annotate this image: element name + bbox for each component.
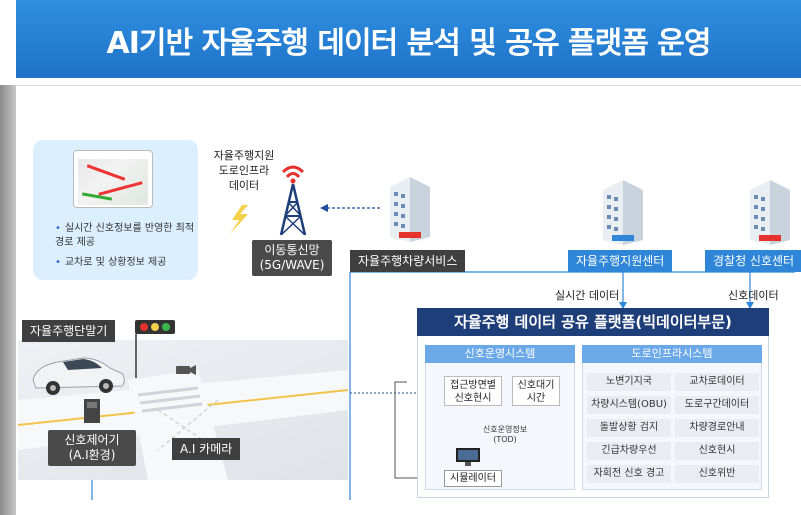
lightning-icon xyxy=(230,205,248,234)
infra-cell: 차량시스템(OBU) xyxy=(587,396,671,414)
traffic-light-icon xyxy=(135,320,175,378)
left-chevron xyxy=(0,85,16,515)
bullet-text: 교차로 및 상황정보 제공 xyxy=(64,257,167,268)
bubble-bullet: •교차로 및 상황정보 제공 xyxy=(55,257,167,268)
approach-signal-box: 접근방면별 신호현시 xyxy=(444,376,502,406)
arrowhead xyxy=(619,302,627,309)
page-title: AI기반 자율주행 데이터 분석 및 공유 플랫폼 운영 xyxy=(106,26,712,61)
bullet-text: 실시간 신호정보를 반영한 최적경로 제공 xyxy=(55,223,195,248)
road-infra-header: 도로인프라시스템 xyxy=(582,345,762,363)
phone-map-icon xyxy=(73,150,153,208)
tower-label-line: 자율주행지원 xyxy=(213,149,275,162)
arrowhead xyxy=(746,302,754,309)
camera-tag: A.I 카메라 xyxy=(172,438,241,460)
wait-line: 신호대기 xyxy=(517,380,555,391)
infra-cell: 노변기지국 xyxy=(587,373,671,391)
monitor-icon xyxy=(456,448,480,466)
controller-cabinet-icon xyxy=(84,399,100,423)
controller-line: 신호제어기 xyxy=(64,433,120,447)
vehicle-service-tag: 자율주행차량서비스 xyxy=(350,250,466,272)
bubble-bullet: •실시간 신호정보를 반영한 최적경로 제공 xyxy=(55,223,195,248)
infra-cell: 신호위반 xyxy=(675,465,759,483)
wait-line: 시간 xyxy=(526,393,546,404)
support-center-tag: 자율주행지원센터 xyxy=(568,250,673,272)
realtime-label: 실시간 데이터 xyxy=(555,289,620,302)
controller-line: (A.I환경) xyxy=(68,448,116,462)
signal-system-box xyxy=(425,345,575,490)
signal-data-label: 신호데이터 xyxy=(728,289,779,302)
tower-label-line: 도로인프라 xyxy=(218,164,270,177)
tod-line: 신호운영정보 xyxy=(482,425,528,434)
building-icon xyxy=(603,180,643,245)
diagram-frame xyxy=(16,85,801,515)
approach-line: 접근방면별 xyxy=(450,380,496,391)
police-center-tag: 경찰청 신호센터 xyxy=(705,250,801,272)
car-icon xyxy=(32,357,125,395)
infra-cell: 차량경로안내 xyxy=(675,419,759,437)
arrowhead xyxy=(320,204,328,212)
controller-tag: 신호제어기 (A.I환경) xyxy=(48,430,136,466)
network-badge: 이동통신망 (5G/WAVE) xyxy=(252,240,332,276)
badge-line: 이동통신망 xyxy=(264,243,320,257)
tower-label: 자율주행지원 도로인프라 데이터 xyxy=(205,148,283,193)
tower-label-line: 데이터 xyxy=(228,179,260,192)
wait-time-box: 신호대기 시간 xyxy=(512,376,560,406)
infra-cell: 자회전 신호 경고 xyxy=(587,465,671,483)
infra-cell: 돌발상황 검지 xyxy=(587,419,671,437)
title-bar: AI기반 자율주행 데이터 분석 및 공유 플랫폼 운영 xyxy=(16,0,801,78)
camera-icon xyxy=(176,365,196,375)
infra-cell: 신호현시 xyxy=(675,442,759,460)
badge-line: (5G/WAVE) xyxy=(259,258,325,272)
infra-cell: 도로구간데이터 xyxy=(675,396,759,414)
platform-title: 자율주행 데이터 공유 플랫폼(빅데이터부문) xyxy=(417,308,769,336)
terminal-tag: 자율주행단말기 xyxy=(22,320,116,342)
tod-label: 신호운영정보 (TOD) xyxy=(470,425,540,445)
approach-line: 신호현시 xyxy=(454,393,492,404)
map-thumbnail xyxy=(78,159,148,205)
infra-cell: 긴급차량우선 xyxy=(587,442,671,460)
infra-cell: 교차로데이터 xyxy=(675,373,759,391)
cell-tower-icon xyxy=(279,165,307,235)
tod-line: (TOD) xyxy=(493,435,517,444)
building-icon xyxy=(390,177,430,242)
simulator-box: 시뮬레이터 xyxy=(444,470,502,487)
building-icon xyxy=(750,180,790,245)
signal-system-header: 신호운영시스템 xyxy=(425,345,575,363)
